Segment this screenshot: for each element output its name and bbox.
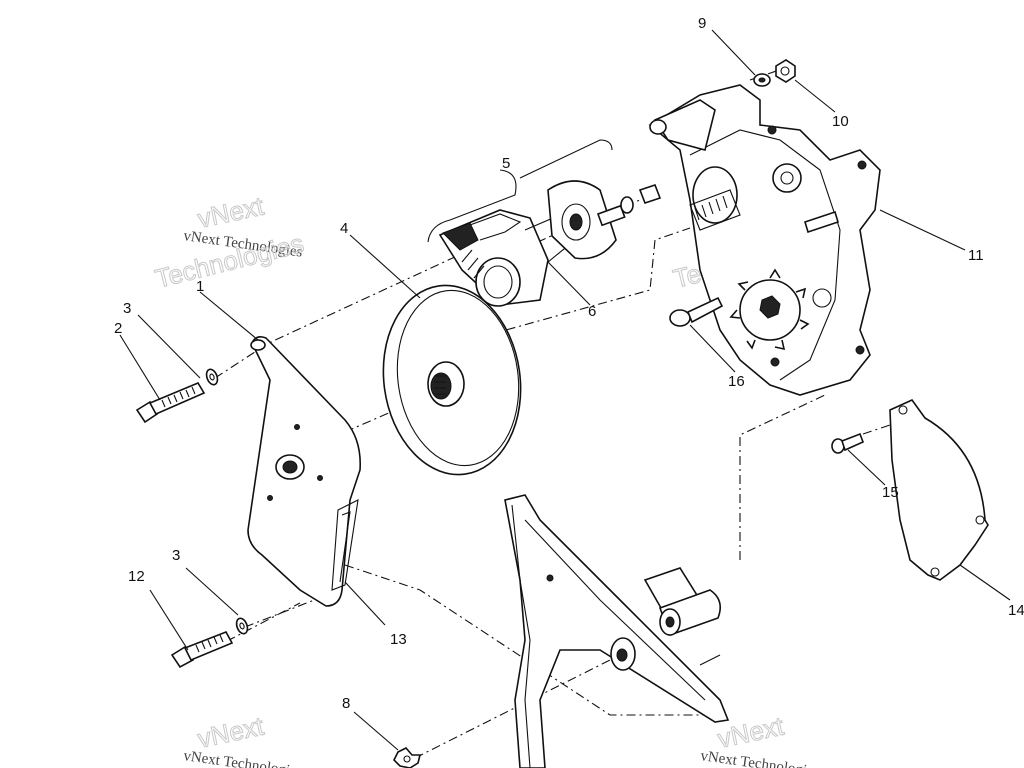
washer-upper [205, 368, 219, 386]
watermark-top-left: vNext vNext Technologies Technologies [152, 190, 308, 294]
callout-9: 9 [698, 15, 706, 32]
star-nut [393, 747, 422, 768]
gearcase-cover [889, 399, 989, 581]
bolt-upper [135, 381, 206, 424]
callout-2: 2 [114, 320, 122, 337]
bolt-gearcase [669, 296, 724, 327]
callout-4: 4 [340, 220, 348, 237]
callout-3-lower: 3 [172, 547, 180, 564]
watermark-caption: vNext Technologies [699, 748, 820, 768]
washer-top [753, 73, 771, 87]
callout-16: 16 [728, 373, 745, 390]
watermark-bottom-left: vNext vNext Technologies [182, 710, 303, 768]
sprocket-gear [729, 268, 810, 351]
washer-lower [235, 617, 249, 635]
clutch-assembly [438, 209, 576, 307]
callout-15: 15 [882, 484, 899, 501]
gearcase-housing [648, 84, 881, 396]
watermark-brand-line1: vNext [195, 191, 267, 234]
callout-12: 12 [128, 568, 145, 585]
callout-10: 10 [832, 113, 849, 130]
bolt-lower [170, 630, 234, 669]
leader-lines [119, 29, 1011, 751]
watermark-brand-line1: vNext [195, 711, 267, 754]
callout-14: 14 [1008, 602, 1024, 619]
callout-labels: 1 2 3 3 4 5 6 8 9 10 11 12 13 14 15 16 [114, 15, 1024, 712]
watermark-caption: vNext Technologies [182, 748, 303, 768]
cover-screw [831, 432, 865, 454]
frame-arm [504, 494, 730, 768]
nut-top [775, 59, 796, 83]
callout-13: 13 [390, 631, 407, 648]
callout-6: 6 [588, 303, 596, 320]
cam-coupler [547, 180, 662, 260]
callout-3-upper: 3 [123, 300, 131, 317]
pulley-disc [382, 284, 522, 476]
bracket-plate [247, 336, 362, 607]
callout-5: 5 [502, 155, 510, 172]
callout-1: 1 [196, 278, 204, 295]
callout-11: 11 [968, 247, 984, 264]
callout-8: 8 [342, 695, 350, 712]
bushing-spacer [643, 567, 721, 637]
